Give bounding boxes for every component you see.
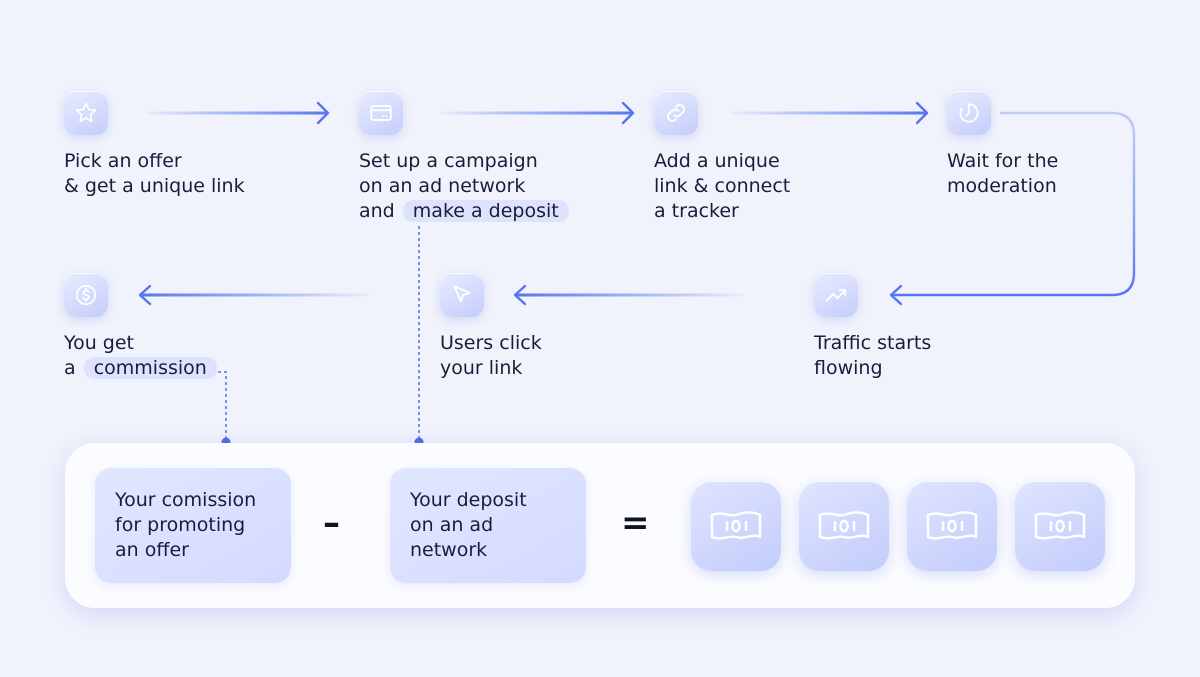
arrow-right [145,101,330,125]
step-wait-moderation: Wait for the moderation [947,149,1058,199]
step-line: Users click [440,332,542,354]
formula-panel: Your comission for promoting an offer – … [65,443,1135,608]
step-line: and make a deposit [359,199,569,224]
term-line: on an ad [410,514,494,536]
term-line: an offer [115,539,189,561]
dotted-callout-deposit [414,226,424,447]
money-bill-icon [907,481,997,571]
minus-sign: – [323,503,340,543]
term-line: network [410,539,488,561]
step-line: Pick an offer [64,150,182,172]
arrow-right [730,101,929,125]
credit-card-icon [359,91,403,135]
step-line: Set up a campaign [359,150,538,172]
money-bill-icon [799,481,889,571]
step-line-prefix: and [359,200,395,222]
step-pick-offer: Pick an offer & get a unique link [64,149,245,199]
arrow-right [440,101,635,125]
step-line: Wait for the [947,150,1059,172]
dotted-callout-commission [212,371,231,447]
curved-connector [893,111,1136,297]
arrow-left-head [889,284,903,306]
star-icon [64,91,108,135]
money-bill-icon [691,481,781,571]
step-line: moderation [947,175,1057,197]
arrow-left [513,284,744,306]
equals-sign: = [621,503,650,543]
step-line: on an ad network [359,175,526,197]
step-users-click: Users click your link [440,331,542,381]
step-traffic-starts: Traffic starts flowing [814,331,931,381]
timer-icon [947,91,991,135]
highlight-make-a-deposit: make a deposit [402,200,569,222]
step-line-prefix: a [64,357,76,379]
dollar-coin-icon [64,273,108,317]
term-deposit-box: Your deposit on an ad network [390,468,586,583]
term-line: Your comission [115,489,257,511]
step-line: Traffic starts [814,332,932,354]
term-line: Your deposit [410,489,527,511]
step-line: Add a unique [654,150,780,172]
step-line: flowing [814,357,883,379]
cursor-icon [440,273,484,317]
trending-up-icon [814,273,858,317]
step-line: & get a unique link [64,175,245,197]
highlight-commission: commission [83,357,217,379]
step-you-get-commission: You get a commission [64,331,217,381]
link-icon [654,91,698,135]
step-line: your link [440,357,523,379]
step-add-link: Add a unique link & connect a tracker [654,149,790,224]
money-bill-icon [1015,481,1105,571]
term-line: for promoting [115,514,246,536]
arrow-left [138,284,369,306]
step-set-up-campaign: Set up a campaign on an ad network and m… [359,149,569,224]
step-line: a tracker [654,200,739,222]
step-line: a commission [64,356,217,381]
step-line: You get [64,332,134,354]
term-commission-box: Your comission for promoting an offer [95,468,291,583]
step-line: link & connect [654,175,791,197]
